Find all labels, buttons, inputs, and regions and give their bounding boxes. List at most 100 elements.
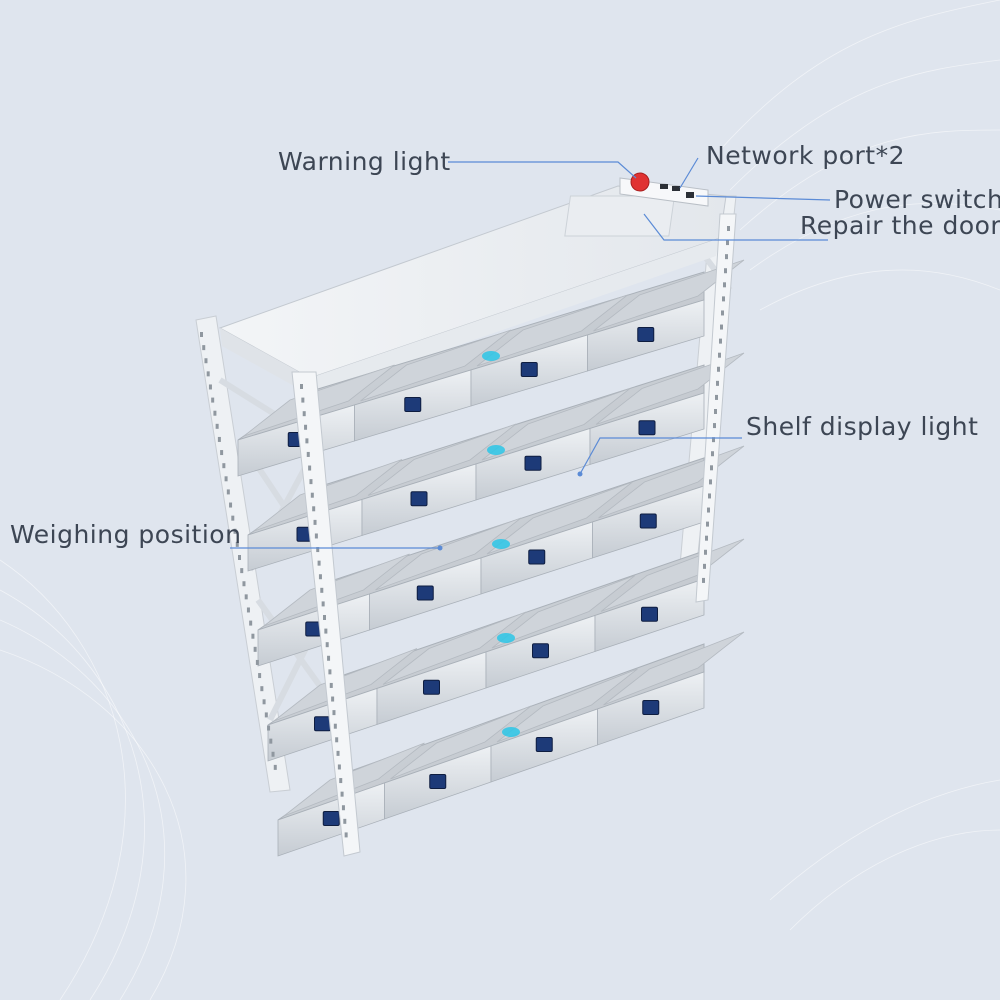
callout-weighing-position: Weighing position: [10, 520, 242, 549]
post-hole: [249, 620, 253, 626]
callout-power-switch: Power switch: [834, 185, 1000, 214]
weighing-bin: [481, 388, 631, 461]
post-hole: [709, 479, 712, 485]
bin-display-screen: [322, 811, 340, 826]
leader-lines: [230, 157, 831, 549]
post-hole: [325, 642, 329, 648]
repair-door-panel: [564, 195, 676, 237]
post-hole: [713, 423, 716, 429]
leader-network-port: [679, 157, 699, 189]
callout-network-port: Network port*2: [706, 141, 905, 170]
post-hole: [211, 397, 215, 403]
bin-display-screen: [535, 737, 553, 752]
post-hole: [260, 686, 264, 692]
post-hole: [310, 492, 314, 498]
rack-front-posts: [291, 213, 737, 857]
post-hole: [238, 555, 241, 560]
post-hole: [723, 282, 726, 288]
post-hole: [722, 296, 725, 302]
rack-top-cap: [218, 185, 727, 396]
post-hole: [725, 254, 728, 260]
shelf-display-light-icon: [482, 351, 500, 361]
post-hole: [231, 515, 235, 521]
bin-display-screen: [638, 420, 656, 436]
post-hole: [715, 394, 718, 400]
bin-display-screen: [416, 585, 434, 601]
post-hole: [217, 436, 221, 442]
bin-display-screen: [314, 716, 331, 732]
leader-repair-door: [643, 213, 828, 241]
weighing-bin: [360, 329, 512, 402]
post-hole: [213, 410, 217, 416]
bin-display-screen: [423, 679, 440, 695]
post-hole: [336, 750, 340, 756]
post-hole: [204, 358, 208, 364]
post-hole: [712, 437, 715, 443]
post-hole: [320, 587, 324, 593]
post-hole: [262, 699, 266, 705]
shelf-display-light-icon: [487, 445, 505, 455]
post-hole: [255, 659, 259, 665]
bin-display-screen: [429, 774, 447, 789]
post-hole: [224, 476, 228, 482]
weighing-bin: [375, 517, 522, 591]
weighing-bin: [390, 705, 532, 780]
post-hole: [242, 581, 246, 587]
post-hole: [220, 450, 224, 456]
post-hole: [208, 384, 212, 390]
bin-display-screen: [639, 513, 657, 529]
post-hole: [215, 423, 219, 429]
post-hole: [705, 535, 708, 541]
post-hole: [343, 818, 347, 824]
post-hole: [317, 560, 321, 566]
leader-warning-light: [448, 161, 637, 179]
callout-warning-light: Warning light: [278, 147, 451, 176]
weighing-bin: [491, 575, 636, 649]
network-port-icon: [672, 186, 680, 191]
post-hole: [332, 710, 336, 716]
post-hole: [327, 655, 331, 661]
weighing-bin: [603, 631, 745, 706]
post-hole: [246, 607, 250, 613]
bin-display-screen: [520, 362, 538, 377]
post-hole: [253, 646, 257, 652]
post-hole: [344, 832, 348, 838]
post-hole: [340, 791, 344, 797]
post-hole: [339, 778, 343, 784]
post-hole: [314, 533, 318, 539]
bin-display-screen: [404, 397, 422, 412]
post-hole: [273, 764, 277, 770]
post-hole: [710, 465, 713, 471]
post-hole: [305, 438, 309, 444]
post-hole: [717, 366, 720, 372]
post-hole: [726, 240, 729, 246]
post-hole: [271, 751, 275, 757]
bin-display-screen: [410, 491, 428, 507]
weighing-bin: [593, 259, 745, 332]
post-hole: [222, 463, 226, 469]
post-hole: [328, 669, 332, 675]
power-switch-icon: [686, 192, 694, 198]
weighing-bin: [496, 668, 638, 743]
post-hole: [304, 424, 308, 430]
post-hole: [335, 737, 339, 743]
post-hole: [341, 805, 345, 811]
post-hole: [312, 506, 316, 512]
bin-display-screen: [642, 700, 660, 715]
bin-display-screen: [641, 606, 658, 622]
post-hole: [703, 563, 706, 569]
post-hole: [721, 310, 724, 316]
shelf-tiers: [237, 259, 745, 857]
leader-power-switch: [695, 195, 831, 201]
post-hole: [318, 574, 322, 580]
post-hole: [718, 352, 721, 358]
post-hole: [206, 371, 210, 377]
bin-display-screen: [524, 455, 542, 471]
post-hole: [706, 521, 709, 527]
post-hole: [329, 682, 333, 688]
post-hole: [704, 549, 707, 555]
leader-dot-weighing: [437, 545, 443, 551]
post-hole: [724, 268, 727, 274]
